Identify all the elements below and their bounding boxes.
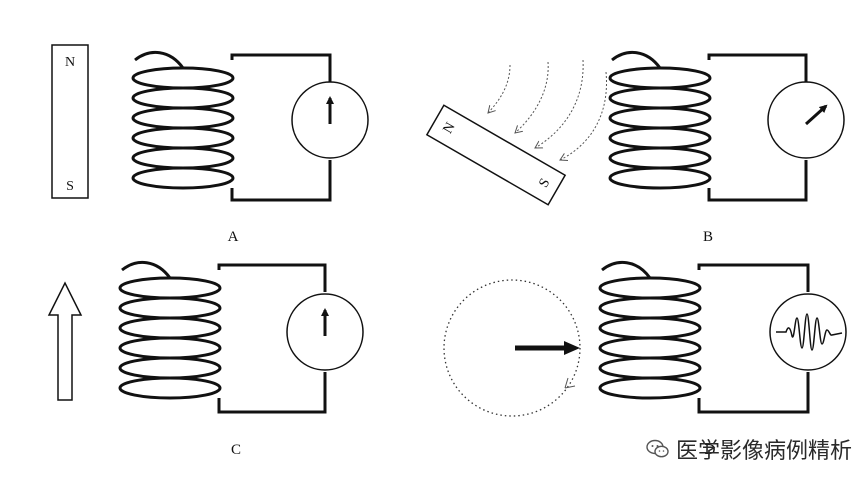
needle-arrow [804,104,828,126]
coil [118,261,222,400]
coil [131,51,235,190]
fid-signal-waveform [776,313,843,351]
watermark: 医学影像病例精析 [646,432,852,466]
south-pole-label: S [66,179,74,194]
galvanometer [767,81,845,159]
coil [598,261,702,400]
panel-d: D [443,261,847,458]
panel-a-label: A [228,229,239,245]
wechat-icon [646,439,669,458]
galvanometer [291,81,369,159]
panel-c: C [47,261,364,458]
circuit-wire [230,53,332,202]
galvanometer [286,293,364,371]
panel-b-label: B [703,229,713,245]
orbit-arrowhead [564,377,576,389]
bar-magnet-tilted: N S [425,104,567,206]
field-lines [488,59,608,160]
panel-a: N S A [51,44,369,245]
bar-magnet: N S [51,44,89,199]
circuit-wire [707,53,808,202]
coil [608,51,712,190]
oscilloscope [769,293,847,371]
motion-arrow [47,281,83,401]
circuit-wire [217,263,327,414]
panel-b: N S B [425,51,845,245]
panel-d-label: D [705,442,716,458]
circuit-wire [697,263,810,414]
panel-c-label: C [231,442,241,458]
magnetization-vector [515,341,580,355]
watermark-text: 医学影像病例精析 [676,439,853,464]
north-pole-label: N [65,55,75,70]
